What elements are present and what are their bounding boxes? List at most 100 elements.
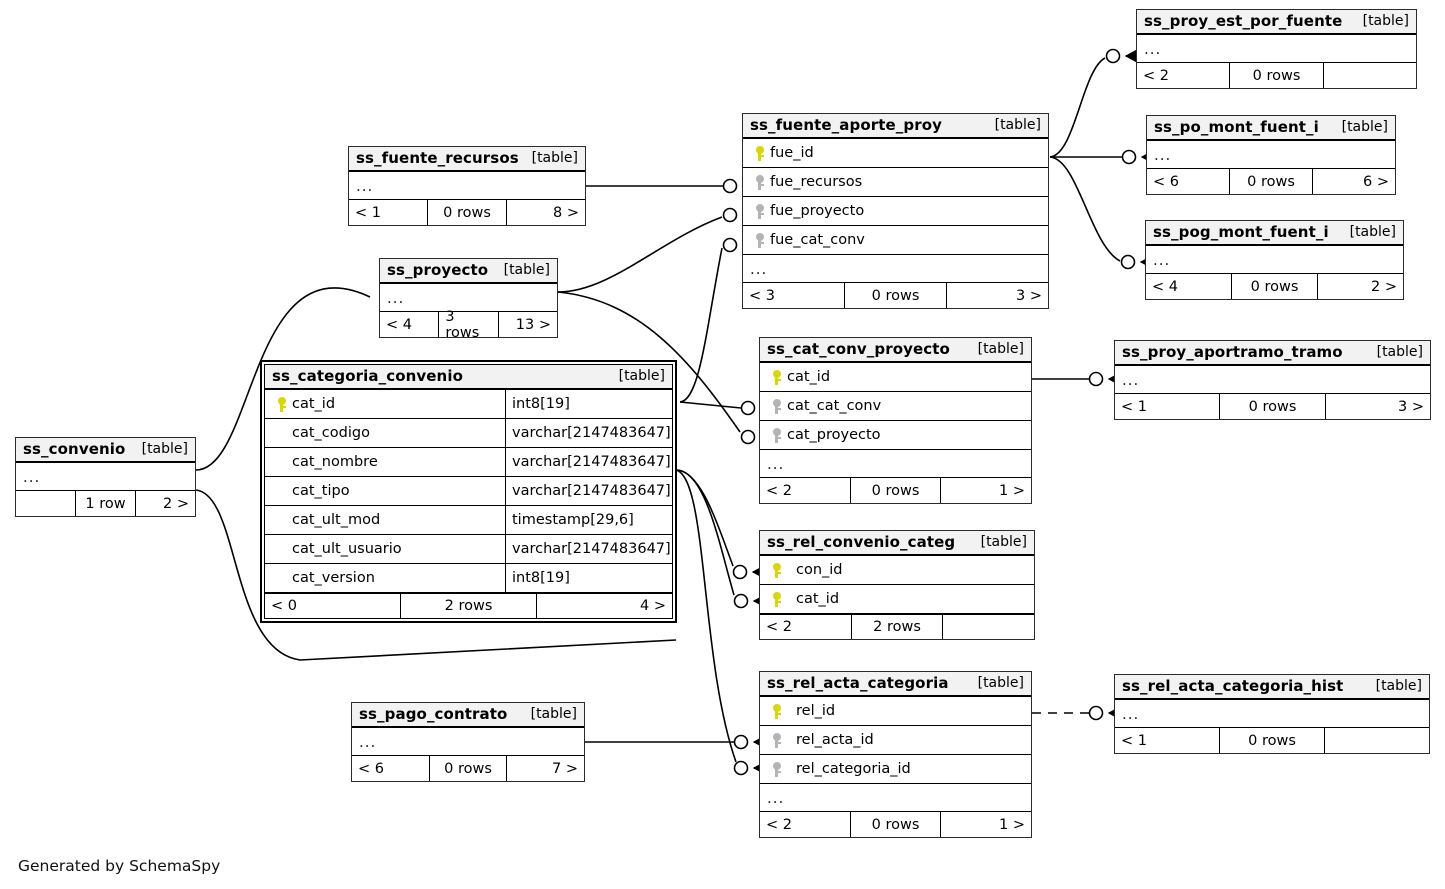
column-name: rel_id — [796, 703, 836, 719]
table-ss_rel_convenio_categ[interactable]: ss_rel_convenio_categ [table] con_id cat… — [759, 530, 1035, 640]
table-tag: [table] — [1362, 13, 1409, 29]
table-footer: < 1 0 rows 8 > — [349, 200, 585, 225]
columns-ellipsis: ... — [760, 784, 1031, 812]
footer-rows: 0 rows — [427, 200, 506, 225]
table-header: ss_proy_est_por_fuente [table] — [1137, 10, 1416, 35]
table-ss_categoria_convenio[interactable]: ss_categoria_convenio [table] cat_id int… — [260, 360, 677, 623]
column-row[interactable]: cat_codigo varchar[2147483647] — [265, 419, 672, 448]
column-row[interactable]: cat_cat_conv — [760, 392, 1031, 421]
footer-rows: 3 rows — [438, 309, 497, 341]
table-tag: [table] — [1349, 224, 1396, 240]
footer-children — [1322, 63, 1416, 88]
table-ss_rel_acta_categoria[interactable]: ss_rel_acta_categoria [table] rel_id rel… — [759, 671, 1032, 838]
column-row[interactable]: fue_id — [743, 139, 1048, 168]
column-row[interactable]: cat_id — [760, 585, 1034, 614]
foreign-key-icon — [767, 732, 787, 748]
columns-ellipsis: ... — [352, 728, 584, 756]
column-row[interactable]: rel_acta_id — [760, 726, 1031, 755]
table-title: ss_proy_aportramo_tramo — [1122, 343, 1343, 361]
footer-parents: < 1 — [1121, 398, 1147, 415]
footer-parents: < 2 — [1143, 67, 1169, 84]
column-name: rel_acta_id — [796, 732, 874, 748]
generated-by-caption: Generated by SchemaSpy — [18, 857, 221, 875]
table-ss_cat_conv_proyecto[interactable]: ss_cat_conv_proyecto [table] cat_id cat_… — [759, 337, 1032, 504]
table-ss_fuente_recursos[interactable]: ss_fuente_recursos [table] ... < 1 0 row… — [348, 146, 586, 226]
table-ss_convenio[interactable]: ss_convenio [table] ... 1 row 2 > — [15, 437, 196, 517]
table-title: ss_convenio — [23, 440, 126, 458]
table-footer: < 1 0 rows — [1115, 728, 1429, 753]
footer-children: 7 > — [506, 756, 584, 781]
table-title: ss_rel_acta_categoria — [767, 674, 949, 692]
footer-parents: < 6 — [358, 760, 384, 777]
column-row[interactable]: cat_version int8[19] — [265, 564, 672, 593]
columns-ellipsis: ... — [760, 450, 1031, 478]
foreign-key-icon — [767, 398, 787, 414]
table-ss_proyecto[interactable]: ss_proyecto [table] ... < 4 3 rows 13 > — [379, 258, 558, 341]
table-footer: < 2 0 rows 1 > — [760, 478, 1031, 503]
table-title: ss_categoria_convenio — [272, 367, 463, 385]
table-title: ss_pago_contrato — [359, 705, 508, 723]
table-tag: [table] — [994, 117, 1041, 133]
table-header: ss_pog_mont_fuent_i [table] — [1146, 221, 1403, 246]
table-header: ss_rel_acta_categoria [table] — [760, 672, 1031, 697]
table-header: ss_fuente_recursos [table] — [349, 147, 585, 172]
footer-rows: 0 rows — [1229, 169, 1312, 194]
footer-parents — [16, 491, 75, 516]
column-row[interactable]: cat_proyecto — [760, 421, 1031, 450]
footer-children: 6 > — [1312, 169, 1395, 194]
column-row[interactable]: cat_ult_usuario varchar[2147483647] — [265, 535, 672, 564]
columns-ellipsis: ... — [1115, 700, 1429, 728]
table-ss_pog_mont_fuent_i[interactable]: ss_pog_mont_fuent_i [table] ... < 4 0 ro… — [1145, 220, 1404, 300]
table-footer: < 4 0 rows 2 > — [1146, 274, 1403, 299]
table-tag: [table] — [531, 150, 578, 166]
table-ss_rel_acta_categoria_hist[interactable]: ss_rel_acta_categoria_hist [table] ... <… — [1114, 674, 1430, 754]
footer-children: 3 > — [946, 283, 1048, 308]
column-row[interactable]: fue_cat_conv — [743, 226, 1048, 255]
table-header: ss_po_mont_fuent_i [table] — [1147, 116, 1395, 141]
column-row[interactable]: cat_id int8[19] — [265, 390, 672, 419]
column-row[interactable]: fue_proyecto — [743, 197, 1048, 226]
table-ss_proy_est_por_fuente[interactable]: ss_proy_est_por_fuente [table] ... < 2 0… — [1136, 9, 1417, 89]
footer-rows: 0 rows — [849, 812, 941, 837]
footer-parents: < 1 — [1121, 732, 1147, 749]
table-header: ss_fuente_aporte_proy [table] — [743, 114, 1048, 139]
column-row[interactable]: cat_nombre varchar[2147483647] — [265, 448, 672, 477]
primary-key-icon — [272, 396, 292, 412]
primary-key-icon — [767, 562, 787, 578]
footer-parents: < 6 — [1153, 173, 1179, 190]
column-row[interactable]: cat_tipo varchar[2147483647] — [265, 477, 672, 506]
table-tag: [table] — [1376, 344, 1423, 360]
table-tag: [table] — [618, 368, 665, 384]
table-header: ss_cat_conv_proyecto [table] — [760, 338, 1031, 363]
table-ss_pago_contrato[interactable]: ss_pago_contrato [table] ... < 6 0 rows … — [351, 702, 585, 782]
foreign-key-icon — [750, 232, 770, 248]
footer-parents: < 2 — [766, 482, 792, 499]
columns-ellipsis: ... — [16, 463, 195, 491]
table-footer: < 4 3 rows 13 > — [380, 309, 557, 341]
column-name: cat_codigo — [292, 425, 370, 441]
table-header: ss_rel_acta_categoria_hist [table] — [1115, 675, 1429, 700]
footer-rows: 0 rows — [849, 478, 941, 503]
column-row[interactable]: fue_recursos — [743, 168, 1048, 197]
column-row[interactable]: con_id — [760, 556, 1034, 585]
columns-ellipsis: ... — [1146, 246, 1403, 274]
column-row[interactable]: rel_categoria_id — [760, 755, 1031, 784]
column-type: varchar[2147483647] — [505, 448, 672, 476]
column-row[interactable]: cat_id — [760, 363, 1031, 392]
table-header: ss_categoria_convenio [table] — [265, 365, 672, 390]
columns-ellipsis: ... — [349, 172, 585, 200]
column-type: int8[19] — [505, 564, 672, 592]
table-tag: [table] — [977, 675, 1024, 691]
table-ss_fuente_aporte_proy[interactable]: ss_fuente_aporte_proy [table] fue_id fue… — [742, 113, 1049, 309]
table-title: ss_fuente_recursos — [356, 149, 519, 167]
column-row[interactable]: rel_id — [760, 697, 1031, 726]
column-row[interactable]: cat_ult_mod timestamp[29,6] — [265, 506, 672, 535]
table-footer: < 2 0 rows 1 > — [760, 812, 1031, 837]
table-tag: [table] — [977, 341, 1024, 357]
table-tag: [table] — [141, 441, 188, 457]
column-name: fue_recursos — [770, 174, 863, 190]
table-ss_proy_aportramo_tramo[interactable]: ss_proy_aportramo_tramo [table] ... < 1 … — [1114, 340, 1431, 420]
primary-key-icon — [767, 591, 787, 607]
table-ss_po_mont_fuent_i[interactable]: ss_po_mont_fuent_i [table] ... < 6 0 row… — [1146, 115, 1396, 195]
